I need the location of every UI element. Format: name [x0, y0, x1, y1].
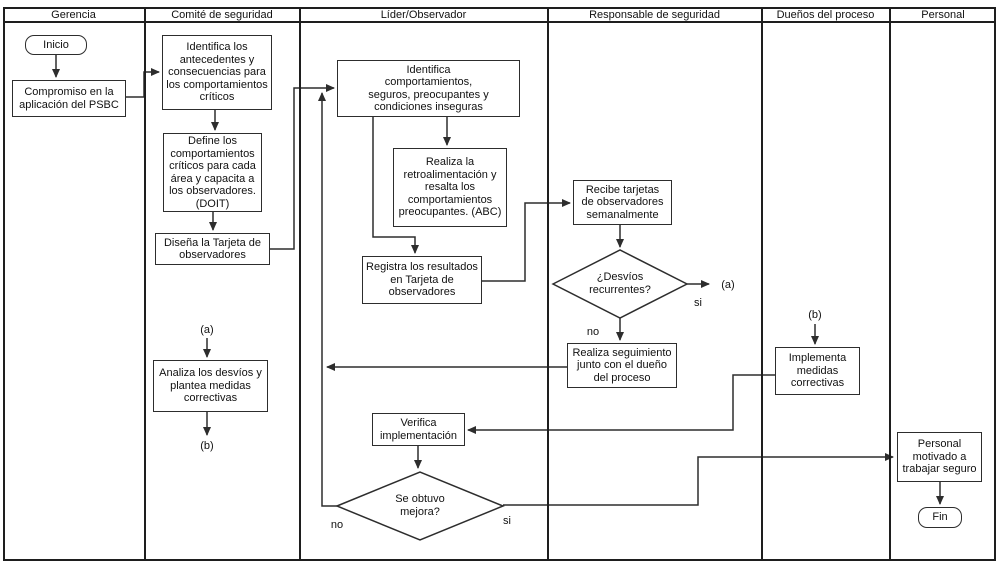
branch-label: si — [503, 515, 511, 527]
node-label: Verifica implementación — [379, 417, 458, 442]
process-implementa-medidas: Implementa medidas correctivas — [775, 347, 860, 395]
lane-title: Dueños del proceso — [776, 9, 875, 21]
node-label: Identifica los antecedentes y consecuenc… — [166, 41, 268, 104]
lane-header-duenos: Dueños del proceso — [762, 8, 889, 22]
offpage-ref-a-out: (a) — [713, 279, 743, 292]
lane-title: Gerencia — [51, 9, 96, 21]
lane-divider-2 — [299, 7, 301, 561]
lane-divider-3 — [547, 7, 549, 561]
ref-label: (a) — [721, 279, 735, 291]
process-identifica-comportamientos: Identifica comportamientos, seguros, pre… — [337, 60, 520, 117]
lane-header-gerencia: Gerencia — [3, 8, 144, 22]
node-label: Personal motivado a trabajar seguro — [902, 438, 977, 476]
process-identifica-antecedentes: Identifica los antecedentes y consecuenc… — [162, 35, 272, 110]
lane-header-responsable: Responsable de seguridad — [548, 8, 761, 22]
lane-header-personal: Personal — [890, 8, 996, 22]
node-label: Recibe tarjetas de observadores semanalm… — [581, 183, 664, 221]
process-recibe-tarjetas: Recibe tarjetas de observadores semanalm… — [573, 180, 672, 225]
branch-si-desvios: si — [688, 297, 708, 310]
frame-right-border — [994, 7, 996, 561]
frame-bottom-border — [3, 559, 996, 561]
connector-compromiso-identifica-antecedentes — [126, 68, 160, 98]
node-label: Define los comportamientos críticos para… — [169, 135, 256, 210]
process-realiza-retroalimentacion: Realiza la retroalimentación y resalta l… — [393, 148, 507, 227]
process-compromiso-psbc: Compromiso en la aplicación del PSBC — [12, 80, 126, 117]
process-analiza-desvios: Analiza los desvíos y plantea medidas co… — [153, 360, 268, 412]
lane-divider-5 — [889, 7, 891, 561]
branch-si-mejora: si — [497, 515, 517, 528]
lane-divider-4 — [761, 7, 763, 561]
node-label: ¿Desvíos recurrentes? — [589, 271, 651, 296]
node-label: Se obtuvo mejora? — [395, 493, 445, 518]
connector-identifica-registra — [372, 117, 419, 254]
node-label: Registra los resultados en Tarjeta de ob… — [366, 261, 478, 299]
decision-desvios-label: ¿Desvíos recurrentes? — [565, 270, 675, 298]
branch-no-desvios: no — [583, 326, 603, 339]
node-label: Identifica comportamientos, seguros, pre… — [368, 63, 489, 114]
decision-desvios-shape — [551, 249, 689, 319]
ref-label: (b) — [200, 440, 214, 452]
ref-label: (a) — [200, 324, 214, 336]
lane-title: Personal — [921, 9, 965, 21]
offpage-ref-b-in: (b) — [800, 309, 830, 322]
process-realiza-seguimiento: Realiza seguimiento junto con el dueño d… — [567, 343, 677, 388]
node-label: Realiza la retroalimentación y resalta l… — [398, 156, 502, 219]
branch-no-mejora: no — [327, 519, 347, 532]
lane-title: Responsable de seguridad — [589, 9, 720, 21]
node-label: Analiza los desvíos y plantea medidas co… — [159, 367, 262, 405]
process-disena-tarjeta: Diseña la Tarjeta de observadores — [155, 233, 270, 265]
lane-title: Líder/Observador — [380, 9, 467, 21]
node-label: Fin — [932, 511, 948, 524]
lane-divider-1 — [144, 7, 146, 561]
offpage-ref-b-out: (b) — [192, 440, 222, 453]
connector-disena-identifica-comportamientos — [268, 84, 335, 250]
lane-title: Comité de seguridad — [171, 9, 273, 21]
branch-label: no — [330, 519, 344, 531]
node-label: Compromiso en la aplicación del PSBC — [19, 86, 119, 111]
process-personal-motivado: Personal motivado a trabajar seguro — [897, 432, 982, 482]
branch-label: no — [586, 326, 600, 338]
node-label: Realiza seguimiento junto con el dueño d… — [572, 346, 672, 384]
connector-mejora-si-personal — [503, 453, 894, 506]
offpage-ref-a-in: (a) — [192, 324, 222, 337]
lane-header-comite: Comité de seguridad — [145, 8, 299, 22]
process-verifica-implementacion: Verifica implementación — [372, 413, 465, 446]
frame-left-border — [3, 7, 5, 561]
ref-label: (b) — [808, 309, 822, 321]
terminator-fin: Fin — [918, 507, 962, 528]
process-define-comportamientos: Define los comportamientos críticos para… — [163, 133, 262, 212]
decision-mejora-label: Se obtuvo mejora? — [365, 492, 475, 520]
branch-label: si — [694, 297, 702, 309]
node-label: Implementa medidas correctivas — [788, 352, 847, 390]
frame-top-border — [3, 7, 996, 9]
decision-mejora-shape — [335, 471, 505, 541]
connector-mejora-no-loop — [318, 92, 337, 507]
node-label: Inicio — [43, 38, 69, 51]
connector-implementa-verifica — [467, 374, 775, 434]
header-separator — [3, 21, 996, 23]
node-label: Diseña la Tarjeta de observadores — [163, 236, 262, 262]
terminator-inicio: Inicio — [25, 35, 87, 55]
lane-header-lider-observador: Líder/Observador — [300, 8, 547, 22]
process-registra-resultados: Registra los resultados en Tarjeta de ob… — [362, 256, 482, 304]
